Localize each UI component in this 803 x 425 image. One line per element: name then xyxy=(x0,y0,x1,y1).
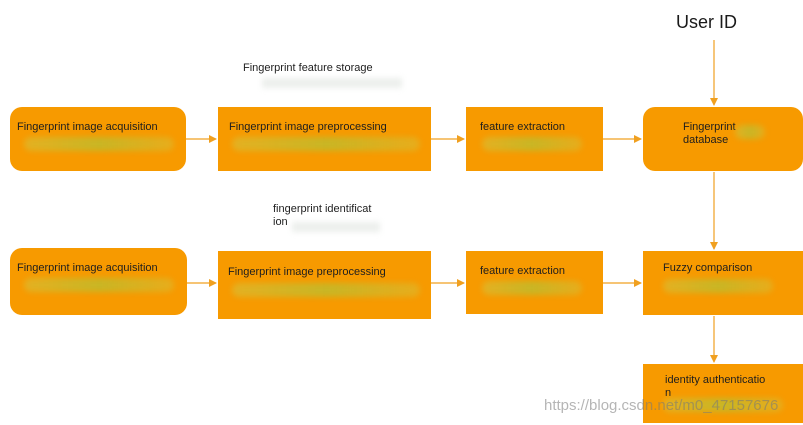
blurred-text xyxy=(232,137,420,151)
preprocessing-box-1: Fingerprint image preprocessing xyxy=(218,107,431,171)
user-id-label: User ID xyxy=(676,12,738,32)
blurred-text xyxy=(482,137,582,151)
blurred-text xyxy=(482,281,582,295)
extraction-box-1: feature extraction xyxy=(466,107,603,171)
acquisition-label-1: Fingerprint image acquisition xyxy=(17,121,158,133)
acquisition-box-1: Fingerprint image acquisition xyxy=(10,107,186,171)
acquisition-label-2: Fingerprint image acquisition xyxy=(17,262,158,274)
blurred-text xyxy=(663,279,773,293)
blurred-text xyxy=(663,398,783,412)
blurred-text xyxy=(24,278,174,292)
storage-section-title: Fingerprint feature storage xyxy=(243,62,373,74)
preprocessing-label-2: Fingerprint image preprocessing xyxy=(228,266,386,278)
extraction-label-2: feature extraction xyxy=(480,265,565,277)
title-blur xyxy=(292,222,380,232)
fuzzy-comparison-label: Fuzzy comparison xyxy=(663,262,753,274)
extraction-label-1: feature extraction xyxy=(480,121,565,133)
authentication-label: identity authenticatio n xyxy=(665,374,766,399)
preprocessing-box-2: Fingerprint image preprocessing xyxy=(218,251,431,319)
title-blur xyxy=(262,78,402,88)
blurred-text xyxy=(735,125,765,139)
authentication-box: identity authenticatio n xyxy=(643,364,803,423)
extraction-box-2: feature extraction xyxy=(466,251,603,314)
fuzzy-comparison-box: Fuzzy comparison xyxy=(643,251,803,315)
database-label: Fingerprint database xyxy=(683,121,736,146)
blurred-text xyxy=(232,283,420,297)
blurred-text xyxy=(24,137,174,151)
acquisition-box-2: Fingerprint image acquisition xyxy=(10,248,187,315)
identification-section-title: fingerprint identificat ion xyxy=(273,203,372,228)
database-box: Fingerprint database xyxy=(643,107,803,171)
preprocessing-label-1: Fingerprint image preprocessing xyxy=(229,121,387,133)
watermark-text: https://blog.csdn.net/m0_47157676 xyxy=(544,397,779,414)
